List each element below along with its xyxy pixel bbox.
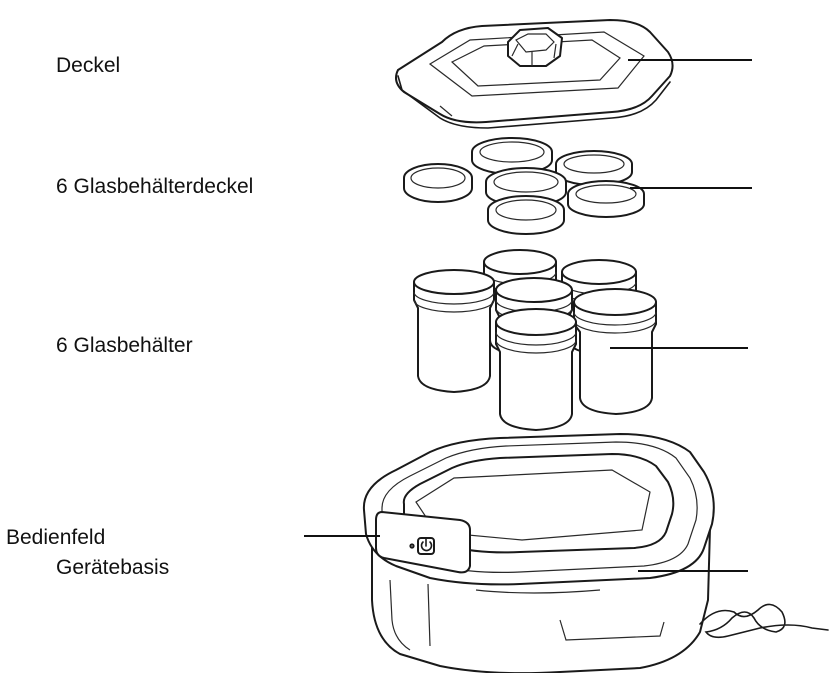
jar xyxy=(495,308,577,431)
jar-lids xyxy=(403,137,645,235)
jar xyxy=(573,288,657,415)
jar-lid xyxy=(471,137,553,175)
jar-lid xyxy=(555,150,633,186)
power-cable xyxy=(699,603,829,639)
base xyxy=(362,433,829,673)
control-panel xyxy=(375,511,471,574)
jar-lid xyxy=(487,195,565,235)
jar-lid xyxy=(403,163,473,203)
label-deckel: Deckel xyxy=(56,54,121,77)
label-bedienfeld: Bedienfeld xyxy=(6,526,106,549)
lid xyxy=(395,19,674,129)
label-geraetebasis: Gerätebasis xyxy=(56,556,170,579)
power-icon[interactable] xyxy=(417,537,435,555)
indicator-led xyxy=(409,543,415,549)
label-glasbehaelter: 6 Glasbehälter xyxy=(56,334,193,357)
jar-lid xyxy=(567,180,645,218)
jar xyxy=(413,269,495,393)
label-glasbehaelterdeckel: 6 Glasbehälterdeckel xyxy=(56,175,254,198)
jars xyxy=(413,249,657,431)
